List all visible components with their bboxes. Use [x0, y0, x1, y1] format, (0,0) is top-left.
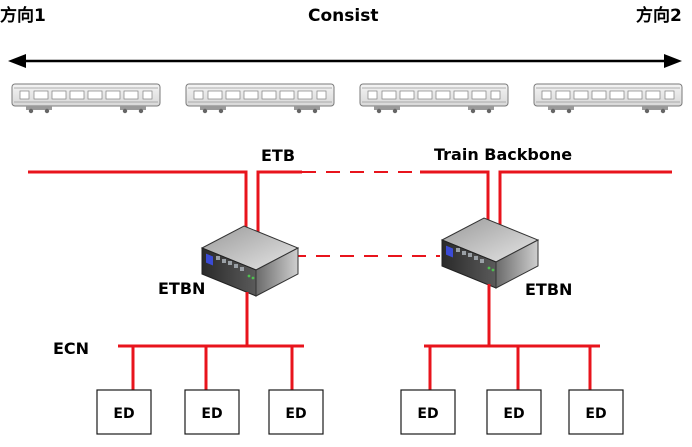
ed-label-2: ED — [201, 406, 222, 422]
ecn-right-lines — [424, 284, 600, 392]
railcar-3 — [359, 83, 509, 114]
ed-device-3: ED — [268, 389, 324, 435]
direction-arrow — [8, 54, 682, 68]
railcar-2 — [185, 83, 335, 114]
train-backbone-lines — [28, 170, 672, 257]
train-backbone-label: Train Backbone — [434, 145, 572, 164]
ed-device-2: ED — [184, 389, 240, 435]
railcar-4 — [533, 83, 683, 114]
ed-label-1: ED — [113, 406, 134, 422]
ecn-label: ECN — [53, 339, 89, 358]
consist-title: Consist — [308, 6, 378, 26]
ed-device-5: ED — [486, 389, 542, 435]
ed-device-1: ED — [96, 389, 152, 435]
ed-label-4: ED — [417, 406, 438, 422]
ed-device-4: ED — [400, 389, 456, 435]
direction-2-label: 方向2 — [636, 5, 682, 26]
etb-label: ETB — [261, 146, 295, 165]
direction-1-label: 方向1 — [0, 5, 46, 26]
etbn-label-left: ETBN — [158, 279, 205, 298]
etbn-switch-left — [201, 225, 299, 297]
ed-label-5: ED — [503, 406, 524, 422]
railcar-1 — [11, 83, 161, 114]
ed-device-6: ED — [568, 389, 624, 435]
etbn-label-right: ETBN — [525, 280, 572, 299]
ecn-left-lines — [118, 292, 304, 392]
ed-label-3: ED — [285, 406, 306, 422]
ed-label-6: ED — [585, 406, 606, 422]
etbn-switch-right — [441, 217, 539, 289]
